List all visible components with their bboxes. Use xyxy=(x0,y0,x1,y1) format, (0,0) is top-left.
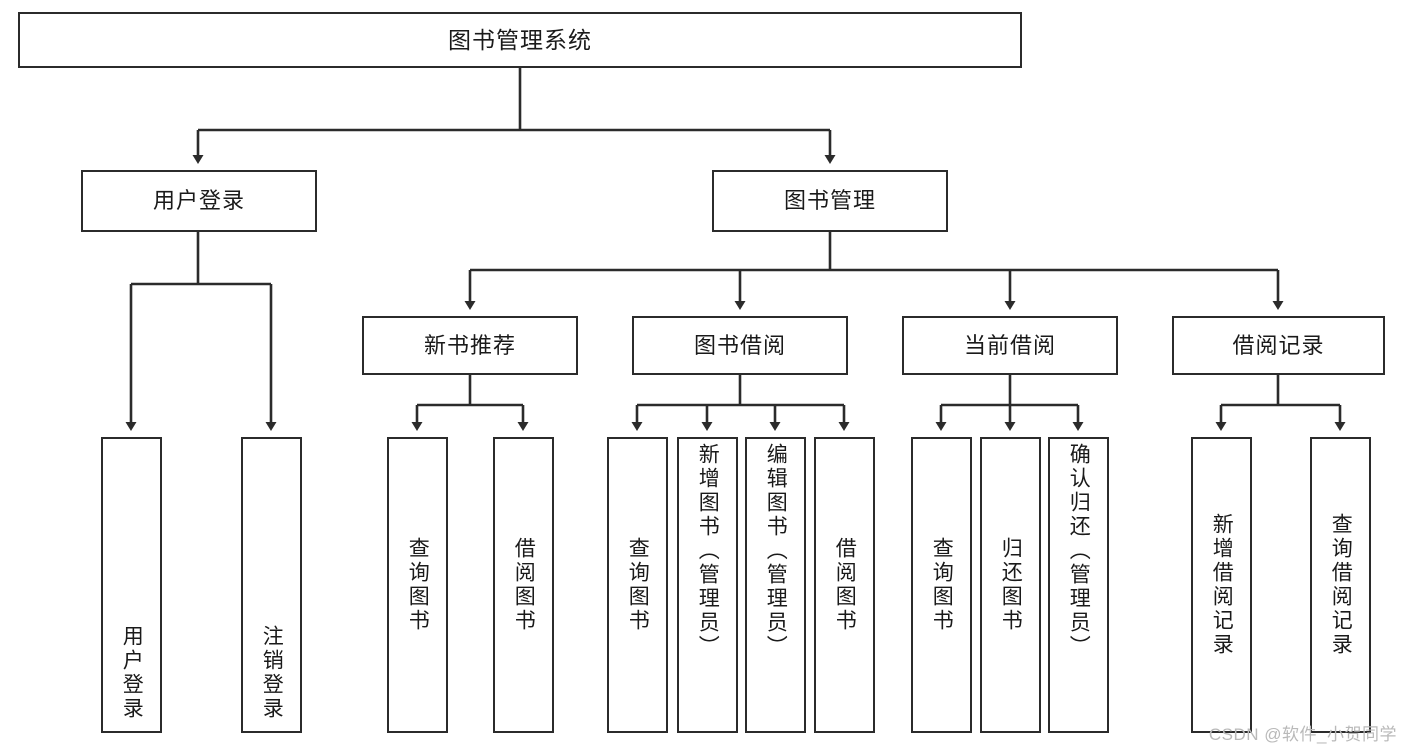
node-label: 确认归还（管理员） xyxy=(1067,443,1091,659)
node-label: 查询图书 xyxy=(626,537,650,633)
node-label: 新书推荐 xyxy=(423,332,516,358)
node-label: 图书管理系统 xyxy=(448,26,592,53)
node-label: 编辑图书（管理员） xyxy=(764,443,788,659)
node-label: 用户登录 xyxy=(152,188,245,213)
node-label: 归还图书 xyxy=(999,537,1023,633)
leaf-return-book[interactable]: 归还图书 xyxy=(980,437,1041,733)
node-label: 查询借阅记录 xyxy=(1329,513,1353,657)
node-label: 查询图书 xyxy=(406,537,430,633)
leaf-add-book-admin[interactable]: 新增图书（管理员） xyxy=(677,437,738,733)
node-label: 借阅图书 xyxy=(833,537,857,633)
node-borrow-record[interactable]: 借阅记录 xyxy=(1172,316,1385,375)
node-label: 图书借阅 xyxy=(693,332,786,358)
node-label: 借阅记录 xyxy=(1232,332,1325,358)
node-label: 图书管理 xyxy=(783,188,876,213)
leaf-add-borrow-record[interactable]: 新增借阅记录 xyxy=(1191,437,1252,733)
leaf-query-book-newbook[interactable]: 查询图书 xyxy=(387,437,448,733)
watermark-text: CSDN @软件_小贺同学 xyxy=(1208,725,1397,744)
node-new-book-recommend[interactable]: 新书推荐 xyxy=(362,316,578,375)
node-user-login[interactable]: 用户登录 xyxy=(81,170,317,232)
node-label: 借阅图书 xyxy=(512,537,536,633)
node-book-management[interactable]: 图书管理 xyxy=(712,170,948,232)
node-label: 当前借阅 xyxy=(963,332,1056,358)
leaf-user-login[interactable]: 用户登录 xyxy=(101,437,162,733)
leaf-query-book-current[interactable]: 查询图书 xyxy=(911,437,972,733)
node-current-borrow[interactable]: 当前借阅 xyxy=(902,316,1118,375)
node-book-borrow[interactable]: 图书借阅 xyxy=(632,316,848,375)
node-label: 用户登录 xyxy=(120,625,144,721)
node-book-management-system[interactable]: 图书管理系统 xyxy=(18,12,1022,68)
leaf-query-borrow-record[interactable]: 查询借阅记录 xyxy=(1310,437,1371,733)
node-label: 新增图书（管理员） xyxy=(696,443,720,659)
leaf-query-book-borrow[interactable]: 查询图书 xyxy=(607,437,668,733)
leaf-borrow-book[interactable]: 借阅图书 xyxy=(814,437,875,733)
leaf-confirm-return-admin[interactable]: 确认归还（管理员） xyxy=(1048,437,1109,733)
leaf-edit-book-admin[interactable]: 编辑图书（管理员） xyxy=(745,437,806,733)
node-label: 查询图书 xyxy=(930,537,954,633)
leaf-logout[interactable]: 注销登录 xyxy=(241,437,302,733)
node-label: 新增借阅记录 xyxy=(1210,513,1234,657)
node-label: 注销登录 xyxy=(260,625,284,721)
leaf-borrow-book-newbook[interactable]: 借阅图书 xyxy=(493,437,554,733)
